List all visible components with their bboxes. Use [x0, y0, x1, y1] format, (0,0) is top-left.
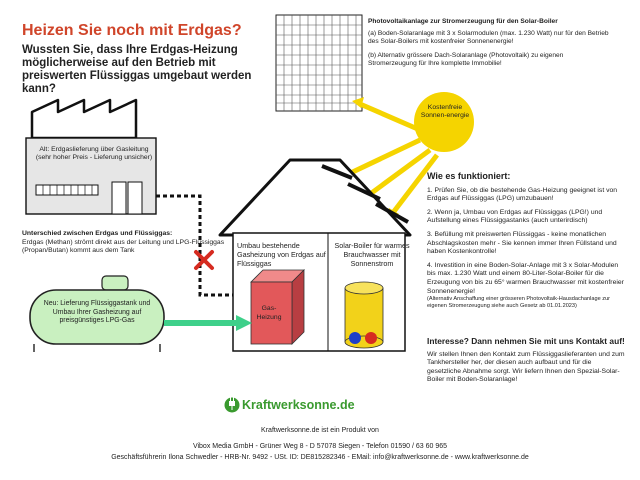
pv-info-title: Photovoltaikanlage zur Stromerzeugung fü…	[368, 18, 558, 25]
lpg-supply-arrow	[164, 315, 252, 331]
how-step-4-text: 4. Investition in eine Boden-Solar-Anlag…	[427, 261, 624, 295]
sun-icon	[414, 92, 474, 152]
page-title: Heizen Sie noch mit Erdgas?	[22, 22, 242, 39]
contact-block: Interesse? Dann nehmen Sie mit uns Konta…	[427, 337, 627, 385]
how-step-2: 2. Wenn ja, Umbau von Erdgas auf Flüssig…	[427, 208, 603, 225]
footer-address-line: Vibox Media GmbH - Grüner Weg 8 - D 5707…	[192, 443, 448, 450]
contact-text: Wir stellen Ihnen den Kontakt zum Flüssi…	[427, 350, 625, 384]
how-step-3: 3. Befüllung mit preiswerten Flüssiggas …	[427, 230, 617, 256]
gas-difference-block: Unterschied zwischen Erdgas und Flüssigg…	[22, 230, 237, 256]
pv-option-a: (a) Boden-Solaranlage mit 3 x Solarmodul…	[368, 30, 609, 46]
how-step-4: 4. Investition in eine Boden-Solar-Anlag…	[427, 262, 627, 310]
blocked-cross-icon	[194, 250, 214, 270]
pv-option-b: (b) Alternativ grössere Dach-Solaranlage…	[368, 51, 564, 67]
footer-legal-line: Geschäftsführerin Ilona Schwedler - HRB-…	[111, 454, 529, 461]
brand-name[interactable]: Kraftwerksonne.de	[242, 398, 355, 412]
gas-difference-text: Erdgas (Methan) strömt direkt aus der Le…	[22, 238, 225, 255]
solar-boiler-icon	[344, 281, 384, 349]
how-it-works-title: Wie es funktioniert:	[427, 171, 511, 181]
gas-heater-icon	[250, 269, 305, 345]
how-step-4-note: (Alternativ Anschaffung einer grösseren …	[427, 296, 611, 309]
house-conversion-text: Umbau bestehende Gasheizung von Erdgas a…	[237, 241, 326, 268]
contact-title: Interesse? Dann nehmen Sie mit uns Konta…	[427, 336, 625, 346]
gas-heater-label: Gas-Heizung	[256, 305, 282, 321]
brand-logo-icon	[224, 397, 240, 413]
solar-panel-icon	[275, 14, 363, 112]
old-gas-line	[156, 194, 233, 297]
sun-label: Kostenfreie Sonnen-energie	[420, 104, 470, 120]
lpg-tank-icon	[29, 275, 165, 352]
pv-info-block: Photovoltaikanlage zur Stromerzeugung fü…	[368, 18, 613, 73]
tank-text: Neu: Lieferung Flüssiggastank und Umbau …	[43, 300, 151, 325]
footer-product-line: Kraftwerksonne.de ist ein Produkt von	[261, 427, 379, 434]
how-it-works-block: Wie es funktioniert: 1. Prüfen Sie, ob d…	[427, 172, 627, 315]
house-boiler-text: Solar-Boiler für warmes Brauchwasser mit…	[334, 241, 410, 268]
page-subtitle: Wussten Sie, dass Ihre Erdgas-Heizung mö…	[22, 44, 252, 95]
how-step-1: 1. Prüfen Sie, ob die bestehende Gas-Hei…	[427, 186, 618, 203]
gas-difference-title: Unterschied zwischen Erdgas und Flüssigg…	[22, 230, 173, 237]
factory-icon	[25, 98, 157, 215]
old-supply-text: Alt: Erdgaslieferung über Gasleitung (se…	[35, 146, 153, 162]
